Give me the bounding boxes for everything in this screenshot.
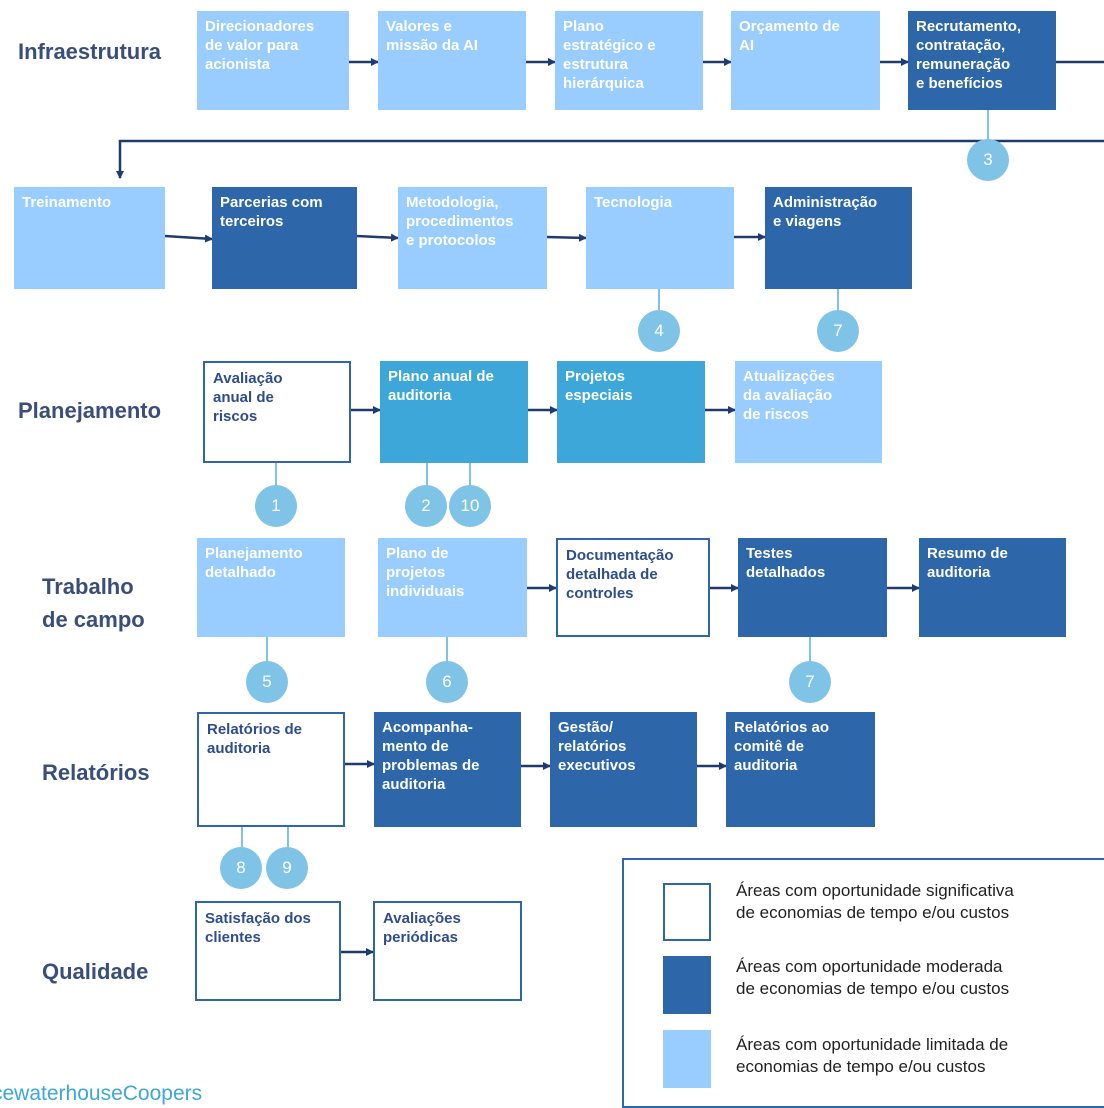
box-plano-estrategico: Plano estratégico e estrutura hierárquic… <box>555 11 703 110</box>
box-acompanhamento: Acompanha- mento de problemas de auditor… <box>374 712 521 827</box>
box-documentacao: Documentação detalhada de controles <box>556 538 710 637</box>
box-resumo: Resumo de auditoria <box>919 538 1066 637</box>
badge-2: 2 <box>405 485 447 527</box>
box-plano-projetos: Plano de projetos individuais <box>378 538 527 637</box>
row-label-infraestrutura: Infraestrutura <box>18 39 162 64</box>
legend-swatch-significant <box>663 883 711 941</box>
badge-6: 6 <box>426 661 468 703</box>
box-relatorios-auditoria: Relatórios de auditoria <box>197 712 345 827</box>
arrow-wrap-treinamento <box>116 139 1104 179</box>
arrow-parcerias-metodologia <box>356 233 399 242</box>
box-administracao: Administração e viagens <box>765 187 912 289</box>
row-label-planejamento: Planejamento <box>18 398 162 423</box>
box-relatorios-comite: Relatórios ao comitê de auditoria <box>726 712 875 827</box>
row-label-trabalho-de-campo: Trabalho de campo <box>42 574 145 632</box>
box-treinamento: Treinamento <box>14 187 165 289</box>
legend-text-significant: Áreas com oportunidade significativa de … <box>736 881 1014 922</box>
row-label-relatorios: Relatórios <box>42 760 150 785</box>
badge-1: 1 <box>255 485 297 527</box>
arrow-treinamento-parcerias <box>164 234 213 243</box>
legend: Áreas com oportunidade significativa de … <box>622 858 1104 1108</box>
box-metodologia: Metodologia, procedimentos e protocolos <box>398 187 547 289</box>
row-label-qualidade: Qualidade <box>42 959 149 984</box>
legend-swatch-limited <box>663 1030 711 1088</box>
box-gestao: Gestão/ relatórios executivos <box>550 712 697 827</box>
badge-4: 4 <box>638 310 680 352</box>
badge-9: 9 <box>266 847 308 889</box>
badge-7-infra: 7 <box>817 310 859 352</box>
legend-swatch-moderate <box>663 956 711 1014</box>
arrow-metodologia-tecnologia <box>546 233 587 242</box>
box-direcionadores: Direcionadores de valor para acionista <box>197 11 349 110</box>
badge-10: 10 <box>449 485 491 527</box>
box-satisfacao: Satisfação dos clientes <box>195 901 341 1001</box>
box-tecnologia: Tecnologia <box>586 187 734 289</box>
box-atualizacoes: Atualizações da avaliação de riscos <box>735 361 882 463</box>
box-plano-anual: Plano anual de auditoria <box>380 361 528 463</box>
badge-8: 8 <box>220 847 262 889</box>
box-recrutamento: Recrutamento, contratação, remuneração e… <box>908 11 1056 110</box>
box-parcerias: Parcerias com terceiros <box>212 187 357 289</box>
box-valores: Valores e missão da AI <box>378 11 526 110</box>
badge-3: 3 <box>967 139 1009 181</box>
box-orcamento: Orçamento de AI <box>731 11 880 110</box>
footer-brand: cewaterhouseCoopers <box>0 1082 203 1105</box>
box-testes: Testes detalhados <box>738 538 887 637</box>
legend-text-moderate: Áreas com oportunidade moderada de econo… <box>736 957 1010 998</box>
box-avaliacoes-periodicas: Avaliações periódicas <box>373 901 522 1001</box>
badge-5: 5 <box>246 661 288 703</box>
box-avaliacao-anual: Avaliação anual de riscos <box>203 361 351 463</box>
badge-7-fieldwork: 7 <box>789 661 831 703</box>
box-planejamento-detalhado: Planejamento detalhado <box>197 538 345 637</box>
legend-text-limited: Áreas com oportunidade limitada de econo… <box>736 1035 1009 1076</box>
box-projetos-especiais: Projetos especiais <box>557 361 705 463</box>
